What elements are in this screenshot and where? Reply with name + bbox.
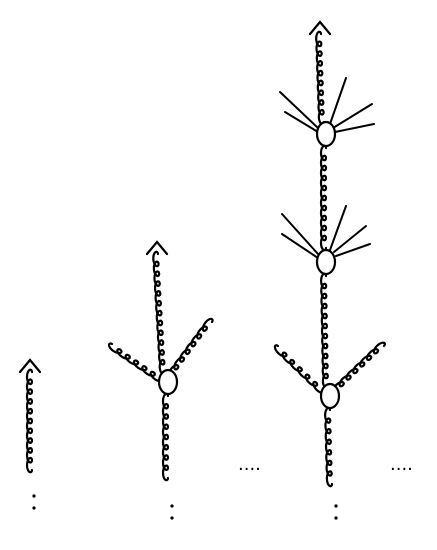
gluon-line-mid-upper xyxy=(319,144,328,252)
diagram-stage-1 xyxy=(18,358,42,510)
diagram-stage-2 xyxy=(107,240,214,520)
gluon-branch-left xyxy=(107,342,165,383)
gluon-line-mid-lower xyxy=(319,272,330,390)
trailing-dots-top xyxy=(334,504,338,508)
diagram-stage-3 xyxy=(273,20,387,520)
fan-line xyxy=(279,91,319,129)
vertex-node-middle xyxy=(315,248,337,276)
gluon-line-upper xyxy=(152,250,167,376)
trailing-dots-top xyxy=(32,494,36,498)
gluon-branch-left xyxy=(273,344,326,395)
gluon-line xyxy=(25,368,34,474)
trailing-dots-bottom xyxy=(170,516,174,520)
fan-line xyxy=(335,243,371,257)
trailing-dots-bottom xyxy=(32,506,36,510)
gluon-line-bottom xyxy=(324,406,334,488)
vertex-node-bottom xyxy=(319,382,341,410)
trailing-dots-bottom xyxy=(334,516,338,520)
vertex-node xyxy=(157,368,179,396)
arrow-head-icon xyxy=(308,20,332,36)
gluon-branch-right xyxy=(331,341,387,394)
fan-line xyxy=(284,111,319,133)
continuation-dots-2: .... xyxy=(390,454,413,475)
fan-line xyxy=(329,205,347,251)
arrow-head-icon xyxy=(145,240,169,256)
gluon-line-lower xyxy=(161,392,170,482)
fan-line xyxy=(281,213,319,255)
fan-line xyxy=(329,77,347,125)
vertex-node-top xyxy=(315,120,337,148)
continuation-dots-1: .... xyxy=(238,454,261,475)
fan-line xyxy=(334,123,375,133)
gluon-line-top xyxy=(315,30,326,126)
fan-line xyxy=(333,225,367,253)
fan-line xyxy=(281,233,319,259)
fan-line xyxy=(332,103,373,129)
arrow-head-icon xyxy=(18,358,42,374)
gluon-branch-right xyxy=(167,317,214,379)
trailing-dots-top xyxy=(170,504,174,508)
